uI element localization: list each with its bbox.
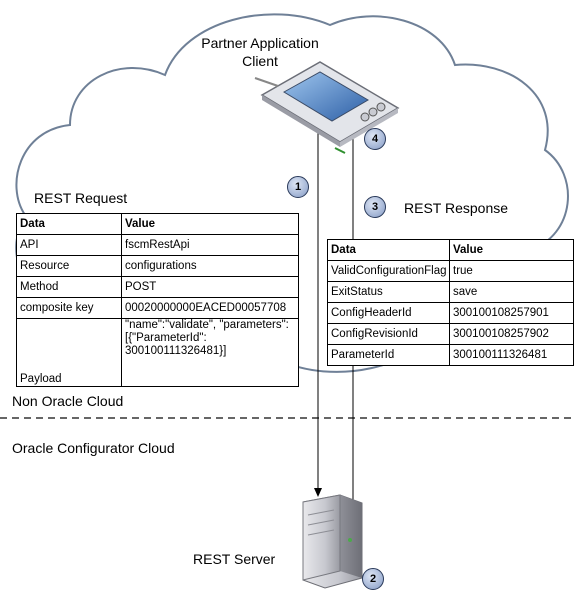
- table-cell: ConfigRevisionId: [327, 323, 450, 345]
- server-label: REST Server: [193, 551, 276, 567]
- table-row: API fscmRestApi: [16, 234, 299, 256]
- table-cell: save: [449, 281, 574, 303]
- table-row: ConfigRevisionId 300100108257902: [327, 323, 574, 345]
- table-row: ParameterId 300100111326481: [327, 344, 574, 366]
- request-table: Data Value API fscmRestApi Resource conf…: [16, 213, 299, 387]
- table-row: ExitStatus save: [327, 281, 574, 303]
- table-cell: 300100108257902: [449, 323, 574, 345]
- table-cell: composite key: [16, 297, 122, 319]
- step-badge-2: 2: [362, 568, 384, 590]
- step-badge-1: 1: [287, 176, 309, 198]
- step-badge-4: 4: [364, 128, 386, 150]
- header-cell: Data: [16, 213, 122, 235]
- table-cell: Method: [16, 276, 122, 298]
- table-cell: ExitStatus: [327, 281, 450, 303]
- server-icon: [302, 494, 363, 589]
- zone-oracle-label: Oracle Configurator Cloud: [12, 440, 175, 456]
- table-cell: fscmRestApi: [121, 234, 299, 256]
- table-row: Method POST: [16, 276, 299, 298]
- table-cell: POST: [121, 276, 299, 298]
- table-row: ValidConfigurationFlag true: [327, 260, 574, 282]
- table-cell: Payload: [16, 318, 122, 387]
- table-row: ConfigHeaderId 300100108257901: [327, 302, 574, 324]
- table-header-row: Data Value: [16, 213, 299, 235]
- table-cell: true: [449, 260, 574, 282]
- zone-non-oracle-label: Non Oracle Cloud: [12, 393, 124, 409]
- table-cell: "name":"validate", "parameters": [{"Para…: [121, 318, 299, 387]
- header-cell: Value: [121, 213, 299, 235]
- client-label-line1: Partner Application: [201, 35, 319, 51]
- tablet-client-icon: [254, 61, 400, 154]
- table-cell: ConfigHeaderId: [327, 302, 450, 324]
- response-title: REST Response: [404, 200, 509, 216]
- step-badge-3: 3: [364, 196, 386, 218]
- response-table: Data Value ValidConfigurationFlag true E…: [327, 239, 574, 366]
- header-cell: Data: [327, 239, 450, 261]
- header-cell: Value: [449, 239, 574, 261]
- table-row: composite key 00020000000EACED00057708: [16, 297, 299, 319]
- table-cell: Resource: [16, 255, 122, 277]
- table-cell: 300100108257901: [449, 302, 574, 324]
- table-cell: 00020000000EACED00057708: [121, 297, 299, 319]
- table-cell: ParameterId: [327, 344, 450, 366]
- table-cell: configurations: [121, 255, 299, 277]
- table-cell: ValidConfigurationFlag: [327, 260, 450, 282]
- table-row: Payload "name":"validate", "parameters":…: [16, 318, 299, 387]
- table-cell: 300100111326481: [449, 344, 574, 366]
- table-header-row: Data Value: [327, 239, 574, 261]
- client-label-line2: Client: [242, 53, 278, 69]
- table-cell: API: [16, 234, 122, 256]
- table-row: Resource configurations: [16, 255, 299, 277]
- request-title: REST Request: [34, 190, 128, 206]
- client-label: Partner Application Client: [190, 34, 330, 70]
